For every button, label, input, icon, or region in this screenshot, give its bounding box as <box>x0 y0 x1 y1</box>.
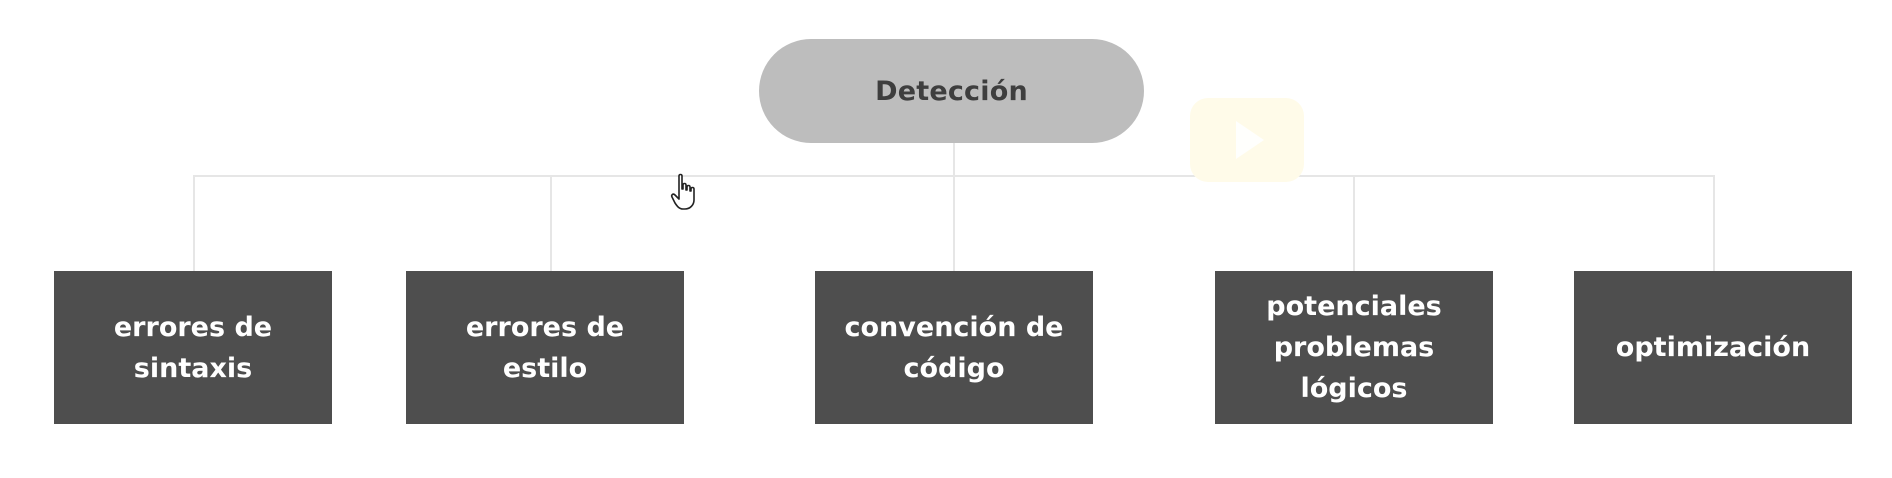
child-node-1: errores de sintaxis <box>54 271 332 424</box>
child-node-label: errores de sintaxis <box>113 311 273 384</box>
child-node-5: optimización <box>1574 271 1852 424</box>
connector-child-4 <box>1353 175 1355 271</box>
child-node-label: convención de código <box>844 311 1064 384</box>
connector-root-stem <box>953 143 955 177</box>
play-icon[interactable] <box>1190 98 1304 182</box>
child-node-label: optimización <box>1615 332 1811 363</box>
connector-child-2 <box>550 175 552 271</box>
connector-child-1 <box>193 175 195 271</box>
root-node: Detección <box>759 39 1144 143</box>
child-node-label: potenciales problemas lógicos <box>1266 291 1442 404</box>
child-node-4: potenciales problemas lógicos <box>1215 271 1493 424</box>
root-node-label: Detección <box>875 75 1028 107</box>
connector-child-3 <box>953 175 955 271</box>
child-node-3: convención de código <box>815 271 1093 424</box>
hand-cursor-icon <box>670 172 700 212</box>
child-node-2: errores de estilo <box>406 271 684 424</box>
connector-child-5 <box>1713 175 1715 271</box>
child-node-label: errores de estilo <box>465 311 625 384</box>
